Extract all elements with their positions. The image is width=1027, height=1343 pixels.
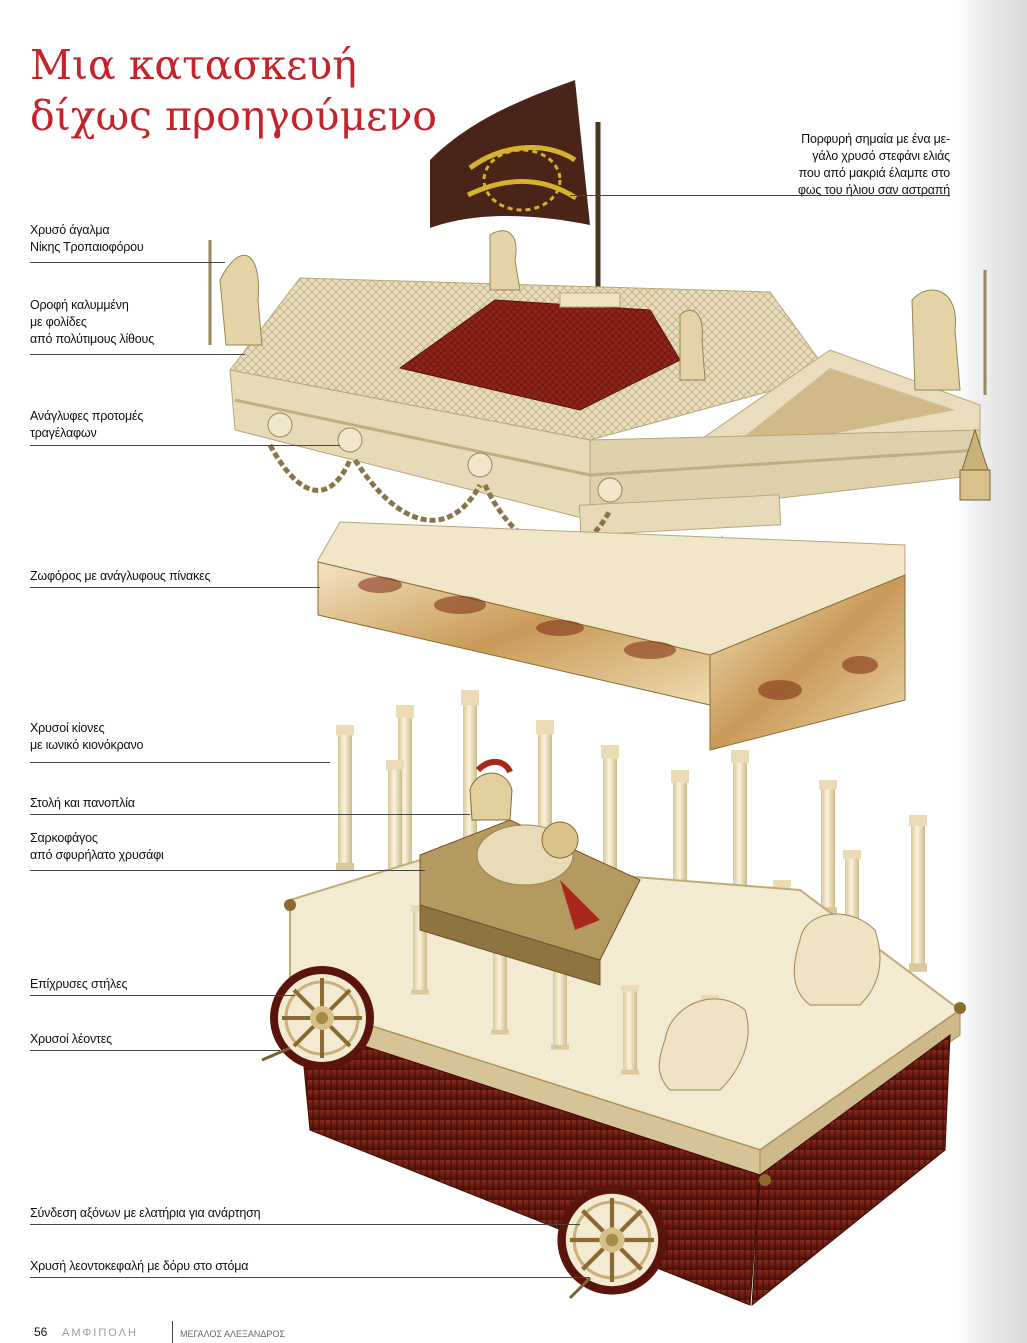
callout-roof: Οροφή καλυμμένη με φολίδες από πολύτιμου… <box>30 298 155 346</box>
victory-statue-left <box>219 255 263 346</box>
title-line-2: δίχως προηγούμενο <box>30 92 437 140</box>
leader-columns-base <box>30 995 295 996</box>
gold-lions <box>658 913 881 1091</box>
ram-heads <box>267 412 623 503</box>
leader-banner <box>570 195 950 196</box>
leader-painted-panels <box>30 587 320 588</box>
callout-painted-panels: Ζωφόρος με ανάγλυφους πίνακες <box>30 569 211 583</box>
leader-lion-hub <box>30 1277 590 1278</box>
page-gutter <box>957 0 1027 1343</box>
callout-victory-statue: Χρυσό άγαλμα Νίκης Τροπαιοφόρου <box>30 223 144 254</box>
helmet <box>469 772 513 821</box>
callout-columns: Χρυσοί κίονες με ιωνικό κιονόκρανο <box>30 721 144 752</box>
leader-victory-statue <box>30 262 225 263</box>
title-line-1: Μια κατασκευή <box>30 41 357 89</box>
leader-ram-heads <box>30 445 340 446</box>
page-number: 56 <box>34 1325 48 1339</box>
callout-armour: Στολή και πανοπλία <box>30 796 135 810</box>
page-title: Μια κατασκευή δίχως προηγούμενο <box>30 40 437 142</box>
wheel-front <box>557 1185 666 1294</box>
leader-axles <box>30 1224 580 1225</box>
leader-sarcophagus <box>30 870 425 871</box>
footer-note: ΜΕΓΑΛΟΣ ΑΛΕΞΑΝΔΡΟΣ <box>180 1329 285 1339</box>
callout-ram-heads: Ανάγλυφες προτομές τραγέλαφων <box>30 409 144 440</box>
red-roof-panel <box>398 299 681 411</box>
callout-columns-base: Επίχρυσες στήλες <box>30 977 128 991</box>
leader-roof <box>30 354 245 355</box>
callout-axles: Σύνδεση αξόνων με ελατήρια για ανάρτηση <box>30 1206 261 1220</box>
leader-armour <box>30 814 470 815</box>
wheel-rear <box>268 964 376 1072</box>
leader-lions <box>30 1050 280 1051</box>
running-head: ΑΜΦΙΠΟΛΗ <box>62 1327 138 1339</box>
callout-lion-hub: Χρυσή λεοντοκεφαλή με δόρυ στο στόμα <box>30 1259 249 1273</box>
leader-columns <box>30 762 330 763</box>
callout-sarcophagus: Σαρκοφάγος από σφυρήλατο χρυσάφι <box>30 831 164 862</box>
purple-banner <box>430 80 590 228</box>
callout-banner: Πορφυρή σημαία με ένα με- γάλο χρυσό στε… <box>797 132 950 197</box>
callout-lions: Χρυσοί λέοντες <box>30 1032 112 1046</box>
footer-separator <box>172 1321 173 1343</box>
page-footer: 56 ΑΜΦΙΠΟΛΗ ΜΕΓΑΛΟΣ ΑΛΕΞΑΝΔΡΟΣ <box>0 1321 967 1343</box>
